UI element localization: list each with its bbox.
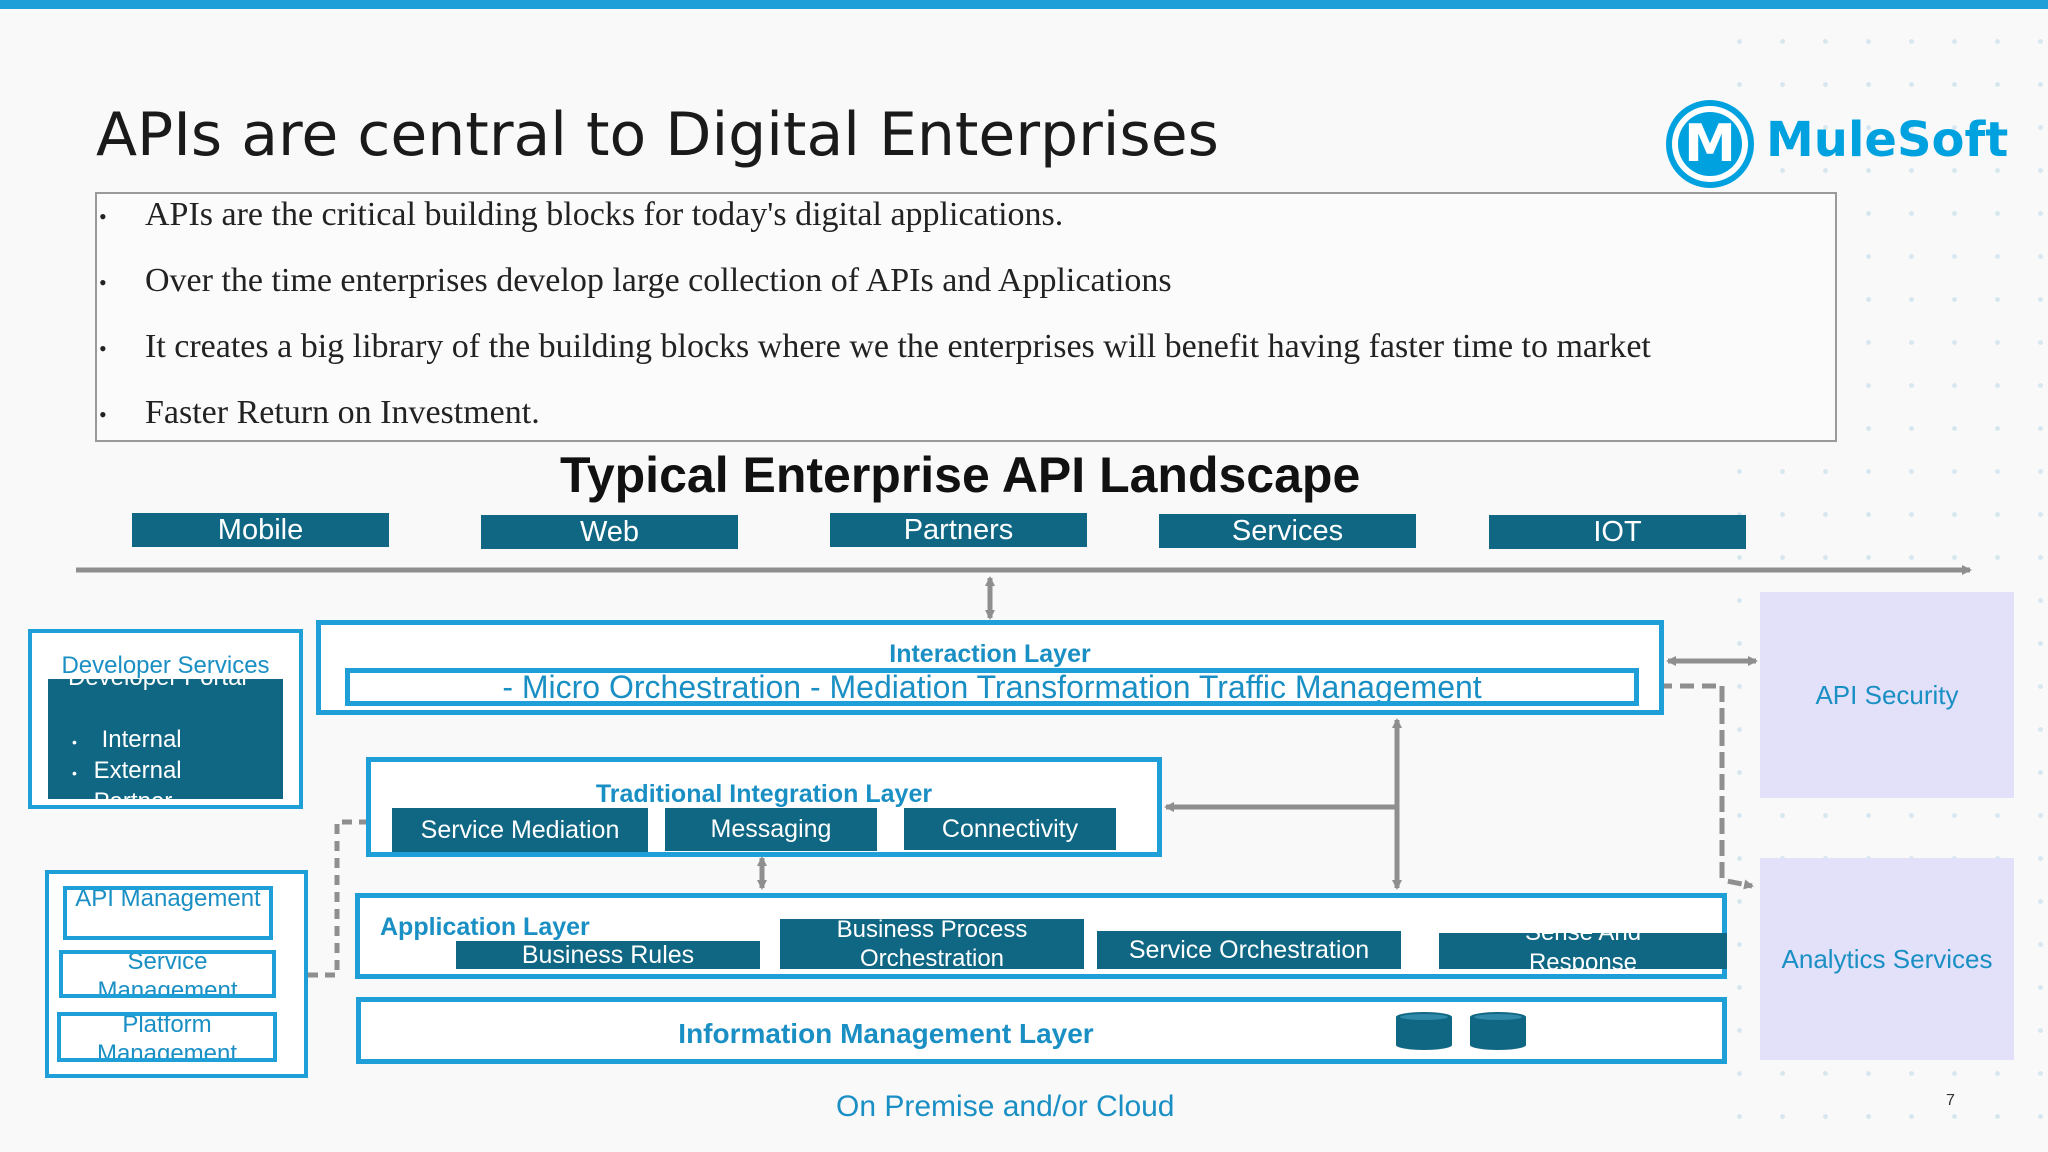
bullet-dot: • [99, 402, 107, 427]
service-management-box: Service Management [59, 950, 276, 998]
traditional-layer-label: Traditional Integration Layer [595, 780, 933, 808]
portal-item-external: • External [72, 757, 182, 784]
service-mediation-block: Service Mediation [392, 808, 648, 852]
bullet-text: Faster Return on Investment. [145, 394, 540, 431]
channel-mobile: Mobile [132, 513, 389, 547]
bullet-dot: • [99, 270, 107, 295]
developer-services-box: Developer Services Developer Portal • In… [28, 629, 303, 809]
management-group: API Management Service Management Platfo… [45, 870, 308, 1078]
micro-orchestration-bar: - Micro Orchestration - Mediation Transf… [345, 668, 1639, 706]
business-rules-block: Business Rules [456, 941, 760, 969]
business-process-orchestration-block: Business Process Orchestration [780, 916, 1084, 972]
platform-management-box: Platform Management [57, 1012, 277, 1062]
bullet-text: It creates a big library of the building… [145, 328, 1651, 365]
mulesoft-logo-icon: M [1666, 100, 1754, 188]
channel-services: Services [1159, 514, 1416, 548]
top-accent-bar [0, 0, 2048, 9]
bullet-dot: • [99, 336, 107, 361]
api-management-box: API Management [63, 886, 273, 940]
channel-partners: Partners [830, 513, 1087, 547]
portal-item-partner: • Partner [72, 787, 172, 799]
traditional-integration-layer-box: Traditional Integration Layer Service Me… [366, 757, 1162, 857]
sense-and-response-block: Sense And Response [1439, 933, 1727, 969]
application-layer-box: Application Layer Business Rules Busines… [355, 893, 1727, 979]
database-icons [1396, 1012, 1526, 1050]
analytics-dashed-arrow [1636, 683, 1754, 890]
information-management-layer-box: Information Management Layer [356, 997, 1727, 1064]
developer-services-label: Developer Services [61, 652, 270, 679]
channel-web: Web [481, 515, 738, 549]
application-layer-label: Application Layer [380, 913, 590, 941]
messaging-block: Messaging [665, 808, 877, 851]
interaction-layer-box: Interaction Layer - Micro Orchestration … [316, 620, 1664, 715]
developer-portal-panel: Developer Portal • Internal • External •… [48, 679, 283, 799]
logo-text: MuleSoft [1766, 112, 2009, 168]
logo-mark: M [1678, 112, 1742, 176]
developer-portal-label: Developer Portal [68, 679, 283, 692]
channel-iot: IOT [1489, 515, 1746, 549]
bullet-text: APIs are the critical building blocks fo… [145, 196, 1064, 233]
mulesoft-logo: M MuleSoft [1666, 100, 2008, 190]
interaction-layer-label: Interaction Layer [889, 640, 1091, 668]
connectivity-block: Connectivity [904, 808, 1116, 850]
deployment-footer: On Premise and/or Cloud [836, 1090, 1175, 1123]
portal-item-internal: • Internal [72, 726, 182, 753]
service-orchestration-block: Service Orchestration [1097, 931, 1401, 969]
management-dashed-arrow [308, 817, 384, 978]
api-security-panel: API Security [1760, 592, 2014, 798]
diagram-title: Typical Enterprise API Landscape [560, 447, 1361, 503]
page-number: 7 [1946, 1092, 1955, 1109]
bullet-dot: • [99, 204, 107, 229]
analytics-services-panel: Analytics Services [1760, 858, 2014, 1060]
slide-title: APIs are central to Digital Enterprises [96, 100, 1219, 170]
information-layer-label: Information Management Layer [678, 1018, 1094, 1049]
bullet-text: Over the time enterprises develop large … [145, 262, 1172, 299]
bullet-list-box: • APIs are the critical building blocks f… [95, 192, 1837, 442]
